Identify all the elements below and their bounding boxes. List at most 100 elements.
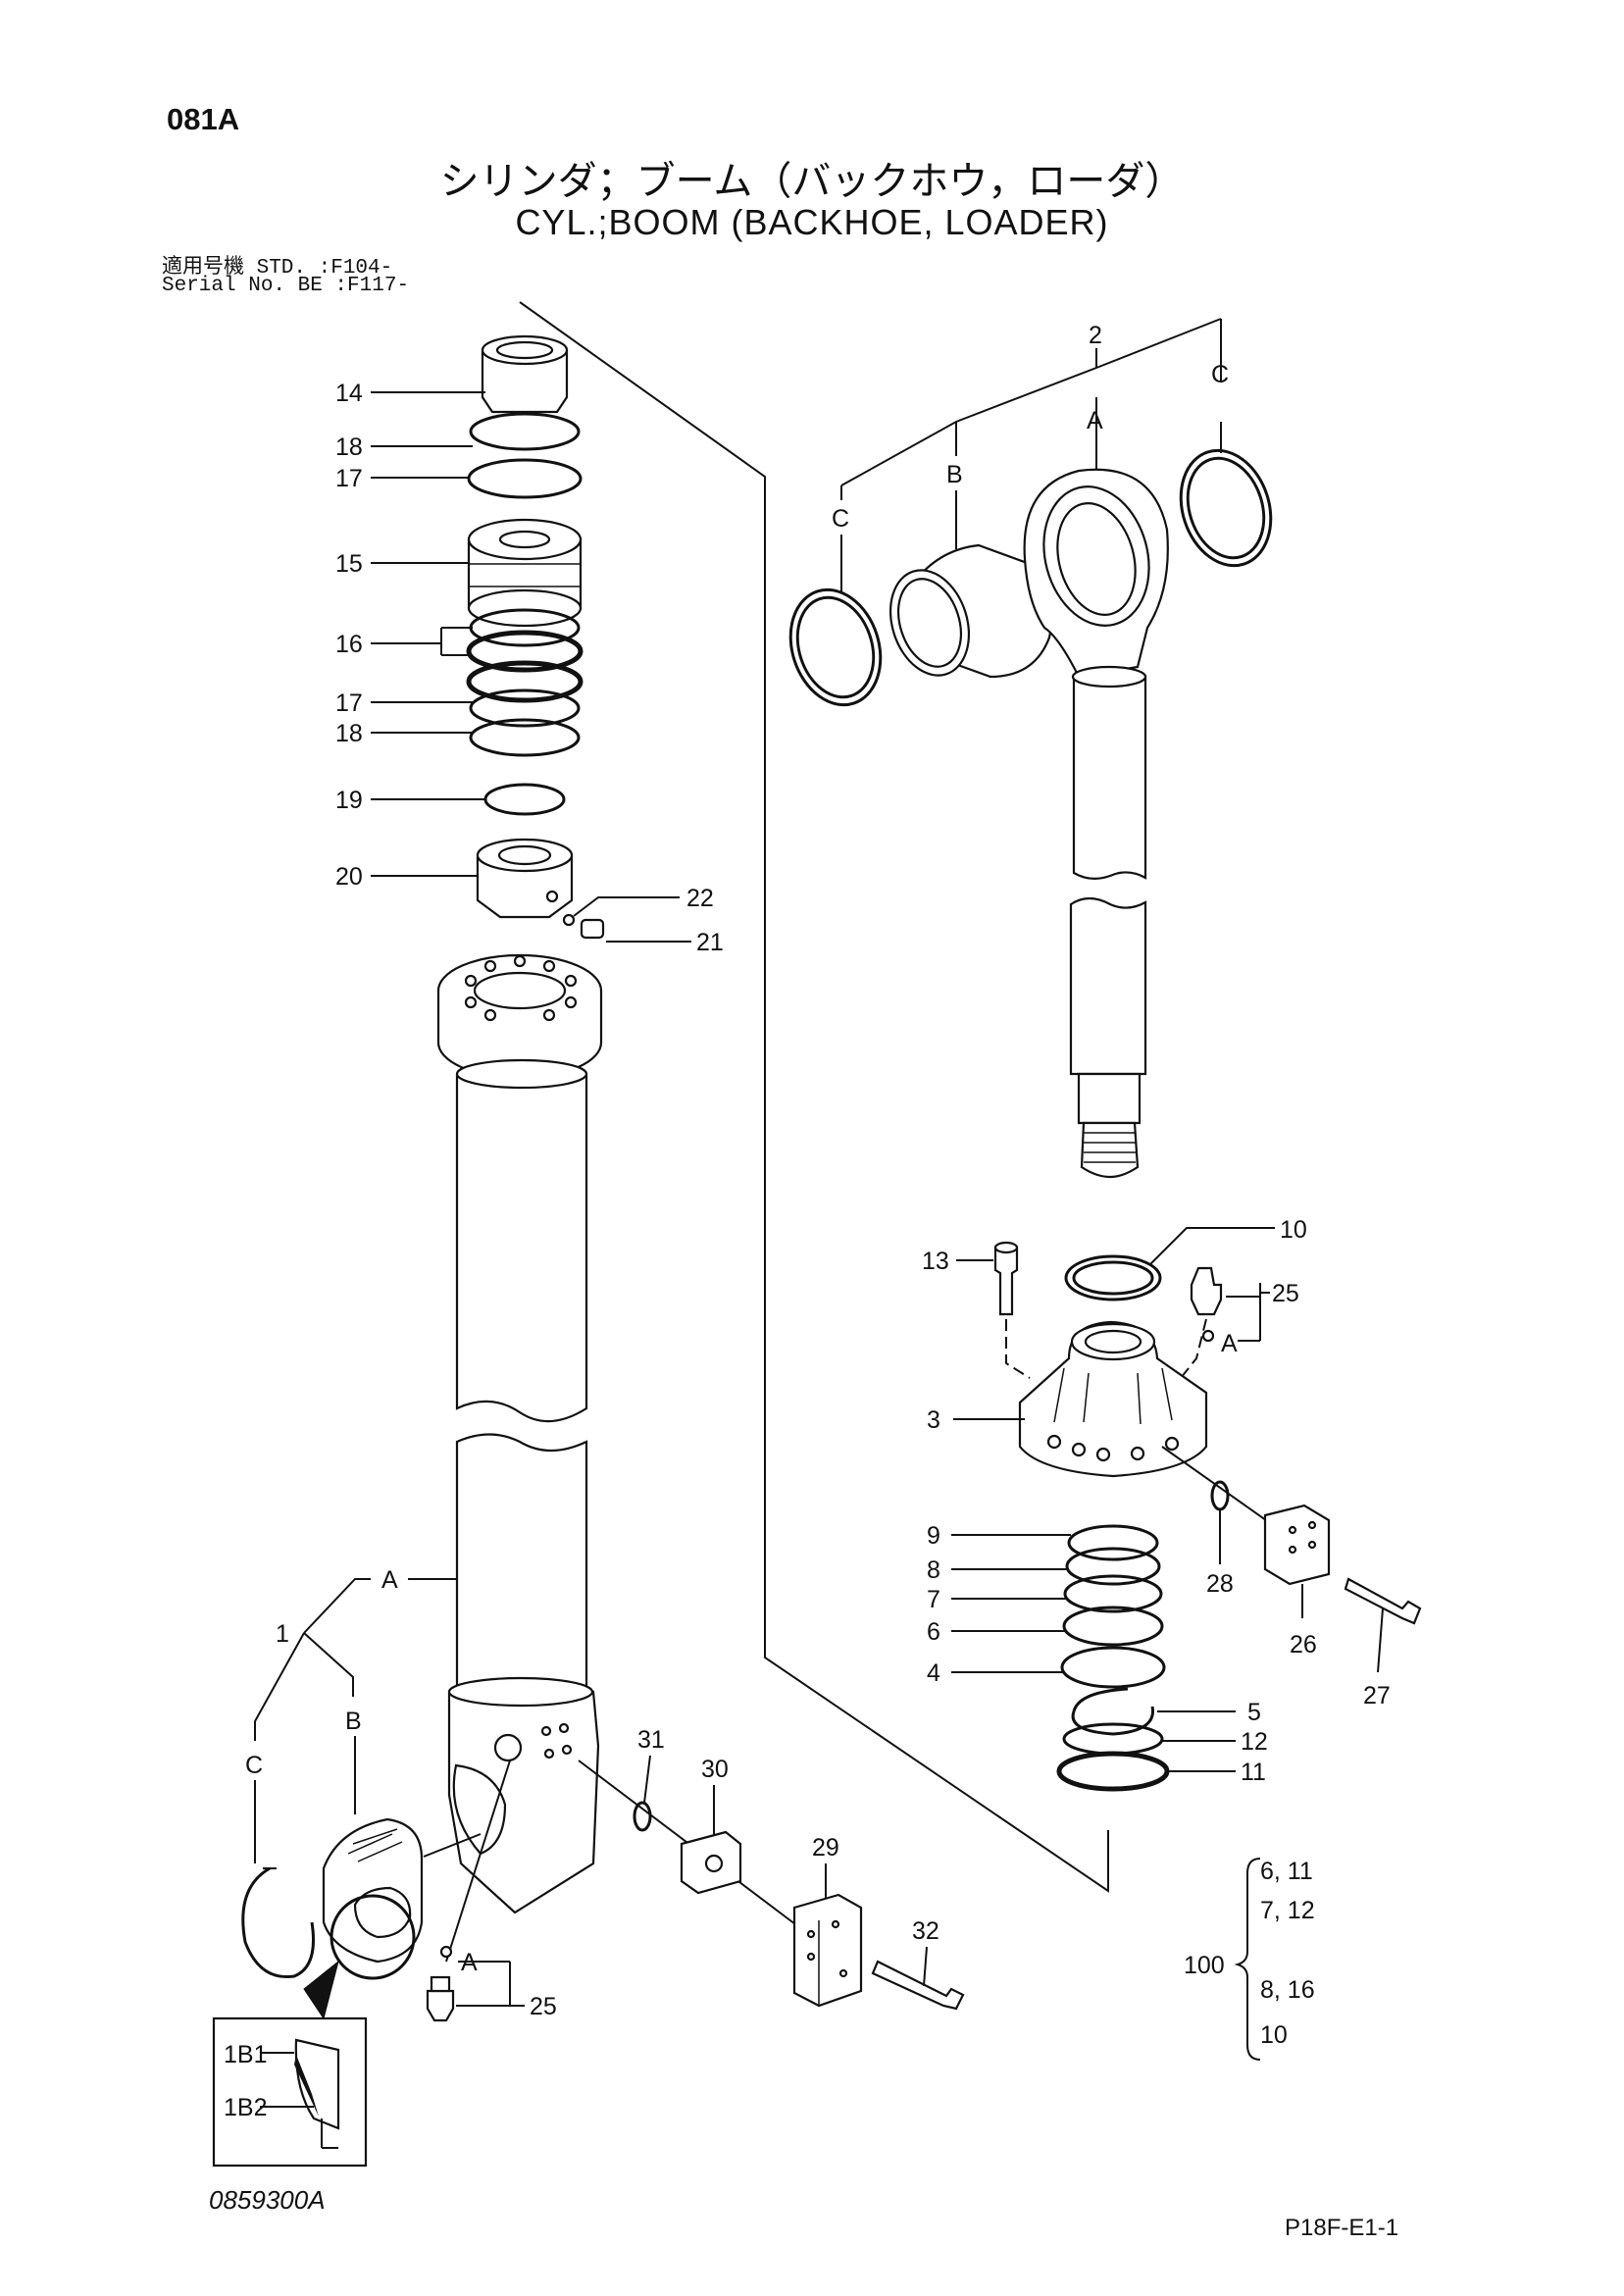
callout-C-left: C [245,1752,263,1779]
callout-16: 16 [335,631,363,658]
part-17-ring [467,458,583,499]
part-29-valve [792,1893,863,2008]
serial-line-std: 適用号機 STD. :F104- [162,257,393,280]
part-6-ring [1062,1606,1164,1647]
tube-port-holes [540,1722,573,1760]
leader-lines [254,318,1384,2061]
part-21-setscrew [580,918,605,940]
callout-10: 10 [1280,1216,1307,1244]
callout-21: 21 [696,929,724,956]
part-7-ring [1063,1574,1163,1613]
callout-4: 4 [927,1659,940,1687]
callout-29: 29 [812,1834,839,1862]
callout-31: 31 [637,1726,665,1754]
callout-C-mid: C [832,505,849,533]
part-11-ring [1056,1751,1170,1792]
part-12-ring [1062,1722,1164,1756]
serial-line-be: Serial No. BE :F117- [162,275,410,297]
callout-1: 1 [276,1620,289,1648]
part-10-ring [1064,1254,1162,1301]
part-13-bolt [993,1246,1019,1316]
callout-18-upper: 18 [335,434,363,461]
callout-labels: 14 18 17 15 16 17 18 19 20 22 21 A 1 B C… [224,322,1391,2121]
callout-5: 5 [1247,1699,1261,1726]
cylinder-tube [436,953,603,1914]
callout-18-lower: 18 [335,720,363,747]
callout-14: 14 [335,380,363,407]
callout-25-right: 25 [1272,1280,1299,1307]
part-18-ring-lower [469,718,581,757]
callout-1B1: 1B1 [224,2041,267,2068]
part-8-ring [1065,1547,1161,1586]
page-code: 081A [167,102,240,136]
part-25-fitting-right [1190,1266,1223,1316]
callout-9: 9 [927,1522,940,1550]
drawing-number: 0859300A [209,2185,326,2215]
callout-30: 30 [701,1756,729,1783]
title-english: CYL.;BOOM (BACKHOE, LOADER) [515,202,1109,242]
callout-22: 22 [686,885,714,912]
kit-item-2: 7, 12 [1260,1897,1315,1924]
callout-1B2: 1B2 [224,2094,267,2121]
cylinder-head-group [993,1241,1422,1792]
callout-A-fitting: A [461,1949,478,1976]
piston-stack [466,334,605,940]
part-1-tube-end [447,1690,600,1914]
callout-26: 26 [1290,1631,1317,1658]
detail-frame [212,2016,368,2168]
piston-rod [788,448,1273,1179]
callout-20: 20 [335,863,363,891]
part-32-bolt [871,1960,965,2011]
part-9-packing [1067,1524,1159,1561]
part-18-ring [469,412,581,451]
callout-15: 15 [335,550,363,578]
title-japanese: シリンダ；ブーム（バックホウ，ローダ） [439,159,1185,204]
part-2c-ring-right [1179,448,1273,568]
callout-28: 28 [1206,1570,1234,1598]
callout-11: 11 [1241,1759,1266,1786]
bushing-parts-left [241,1817,482,1980]
part-1c-snapring [241,1866,316,1979]
kit-item-3: 8, 16 [1260,1976,1315,2004]
callout-3: 3 [927,1406,940,1434]
callout-12: 12 [1241,1728,1268,1756]
callout-13: 13 [922,1248,949,1275]
part-25-fitting-left [426,1989,455,2022]
flange-bolt-holes [464,954,578,1022]
callout-7: 7 [927,1586,940,1613]
callout-A-right: A [1087,407,1103,434]
part-27-bolt [1344,1577,1422,1625]
part-4-ring [1060,1646,1166,1689]
callout-8: 8 [927,1556,940,1584]
callout-32: 32 [912,1917,939,1945]
callout-17-upper: 17 [335,465,363,492]
grease-fitting-left [426,1760,511,2022]
part-17-ring-lower [466,660,584,703]
callout-C-right: C [1211,361,1229,388]
kit-number: 100 [1184,1952,1225,1979]
callout-B-right: B [946,461,963,488]
part-31-oring [633,1801,652,1832]
callout-19: 19 [335,787,363,814]
callout-17-lower: 17 [335,689,363,717]
detail-box [212,1960,368,2168]
callout-A-left: A [381,1566,398,1594]
page-reference: P18F-E1-1 [1285,2215,1399,2241]
part-28-oring [1210,1480,1230,1511]
part-22-ball [562,913,576,927]
assembly-boundary [519,301,1109,1893]
callout-2: 2 [1089,322,1102,349]
part-16-seal [466,630,584,673]
rod-thread [1080,1121,1140,1179]
kit-item-4: 10 [1260,2021,1288,2049]
callout-27: 27 [1363,1682,1391,1709]
callout-B-left: B [345,1708,362,1735]
kit-item-1: 6, 11 [1260,1858,1313,1885]
part-19-washer [483,783,566,816]
part-3-cylinder-head [1018,1320,1208,1478]
head-bolt-holes [1046,1434,1180,1462]
part-26-block [1263,1504,1331,1586]
callout-A-head: A [1221,1330,1238,1357]
